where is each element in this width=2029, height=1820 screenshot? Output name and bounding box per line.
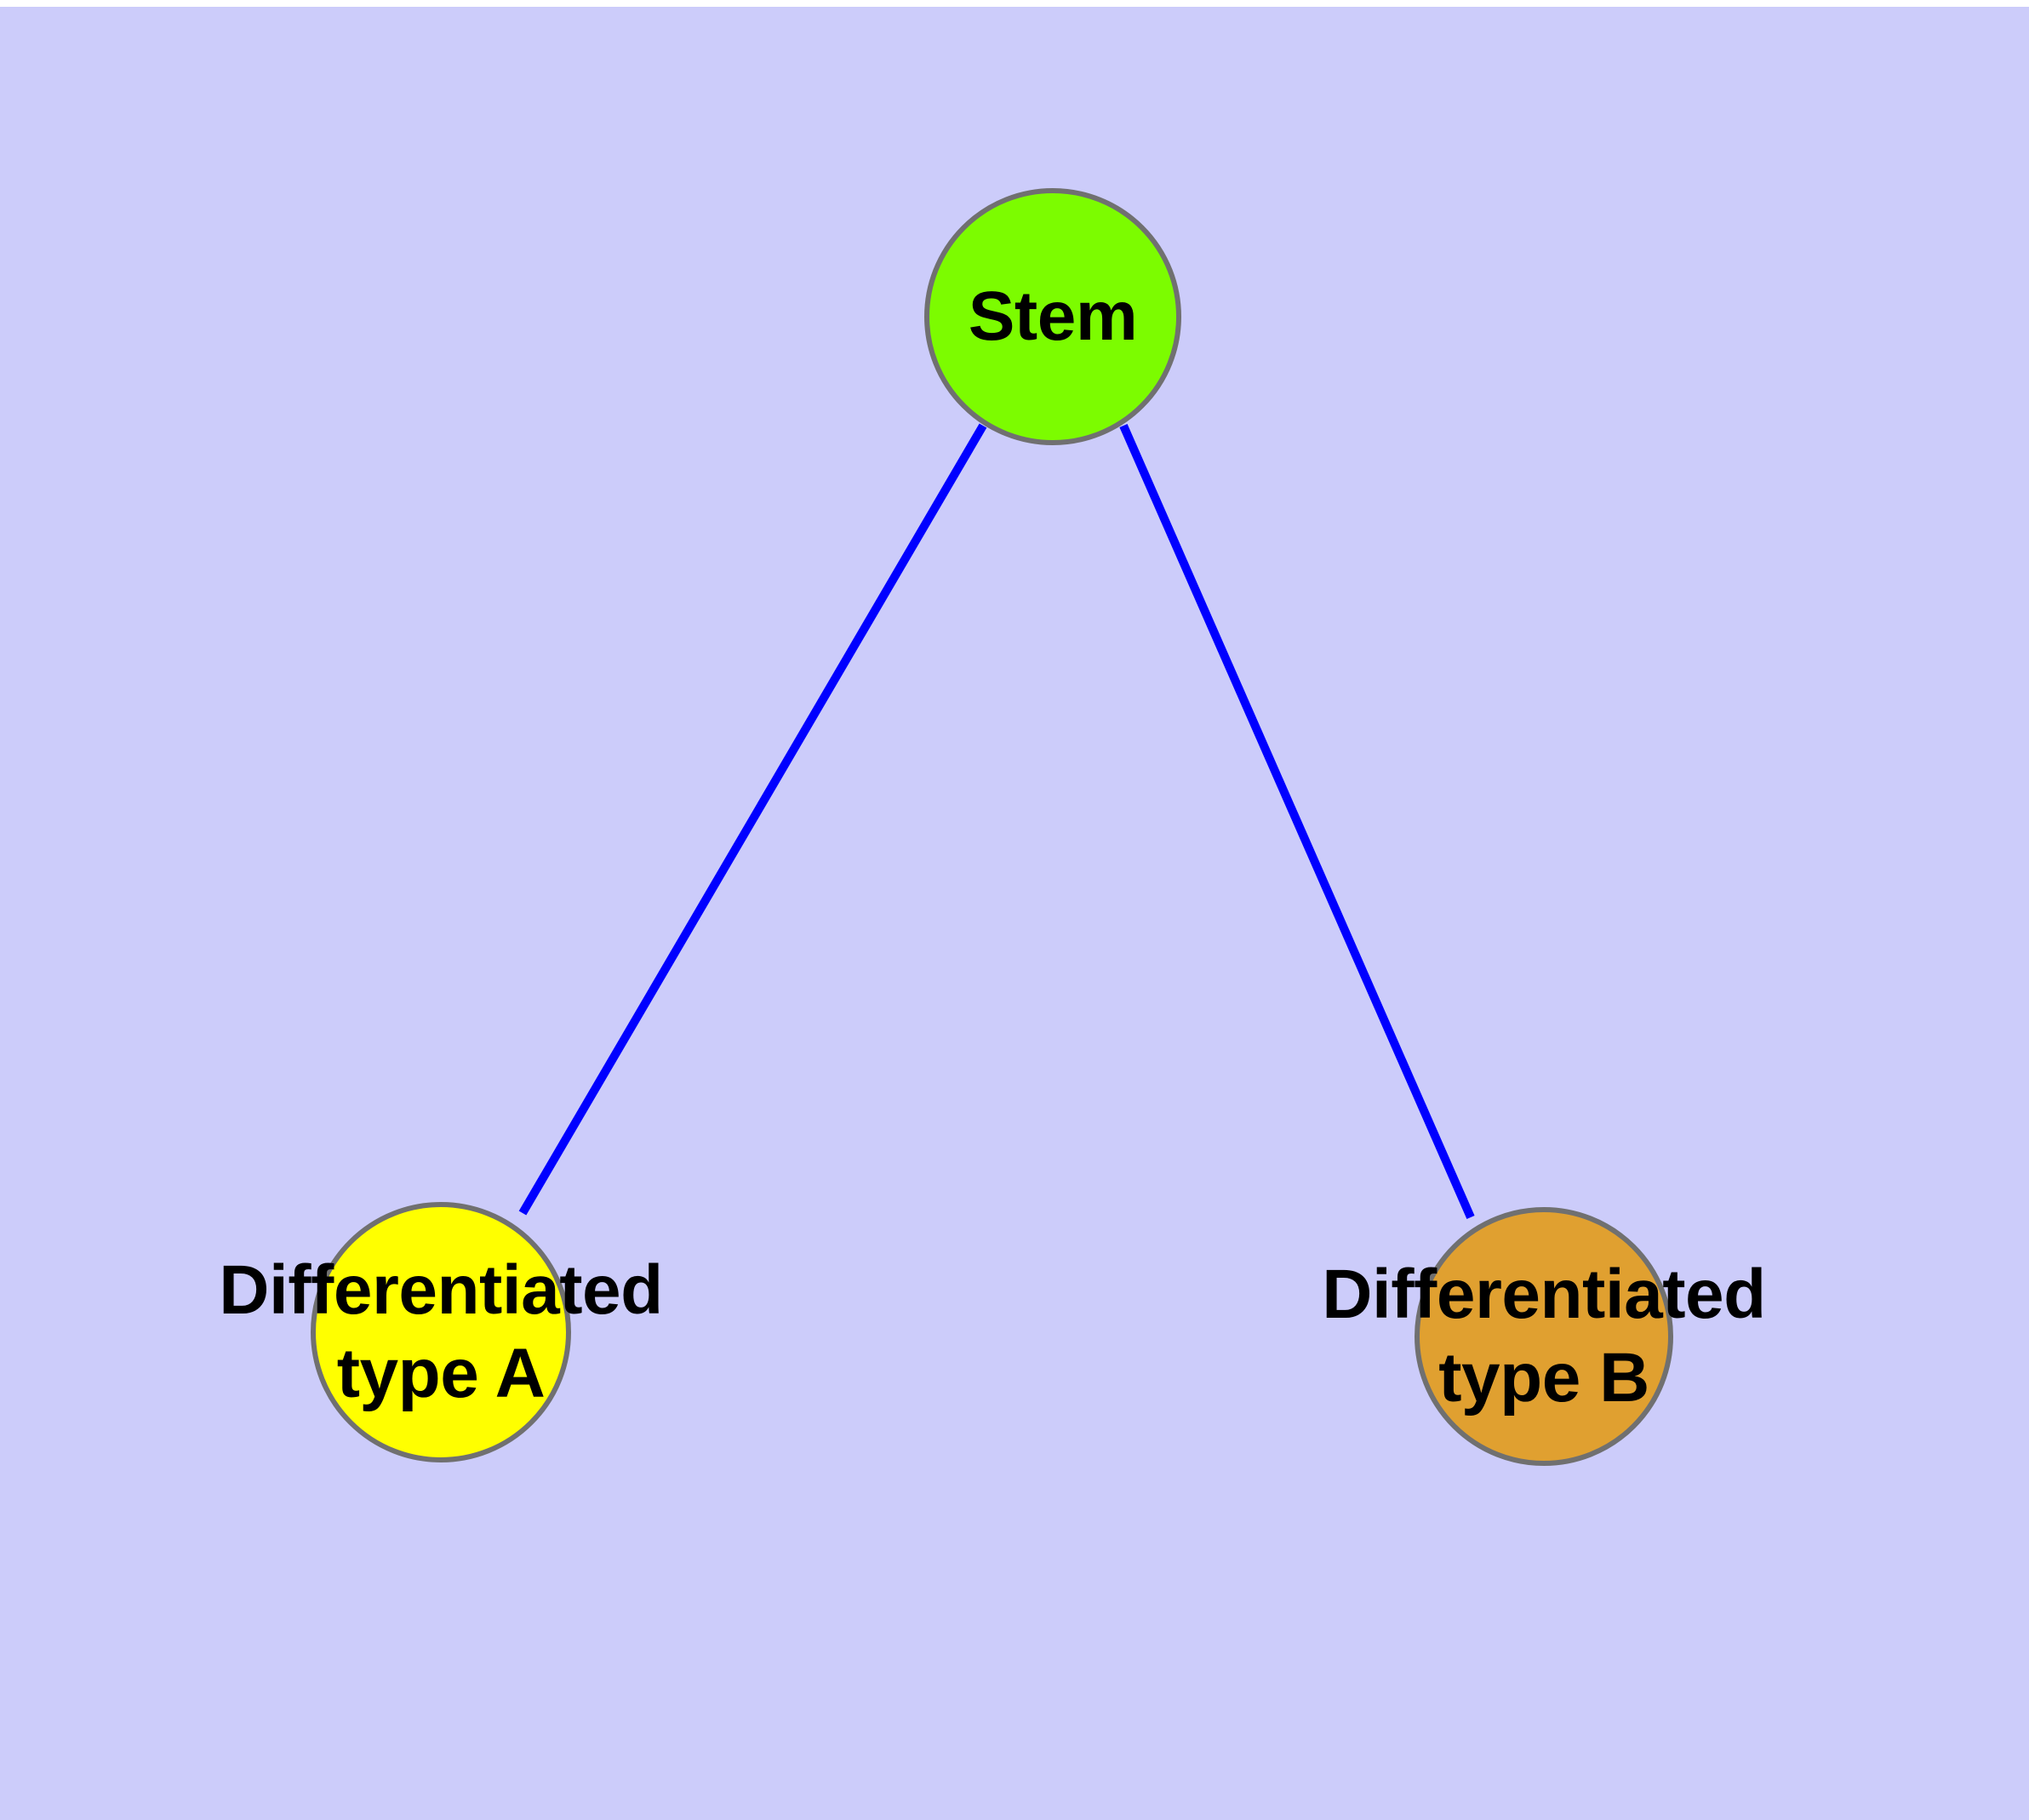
node-differentiated-type-a[interactable] [311, 1202, 571, 1462]
edge-stem-to-differentiated-type-b[interactable] [1119, 423, 1475, 1220]
node-stem[interactable] [924, 188, 1181, 445]
node-differentiated-type-b[interactable] [1415, 1207, 1673, 1466]
edge-stem-to-differentiated-type-a[interactable] [518, 423, 987, 1216]
